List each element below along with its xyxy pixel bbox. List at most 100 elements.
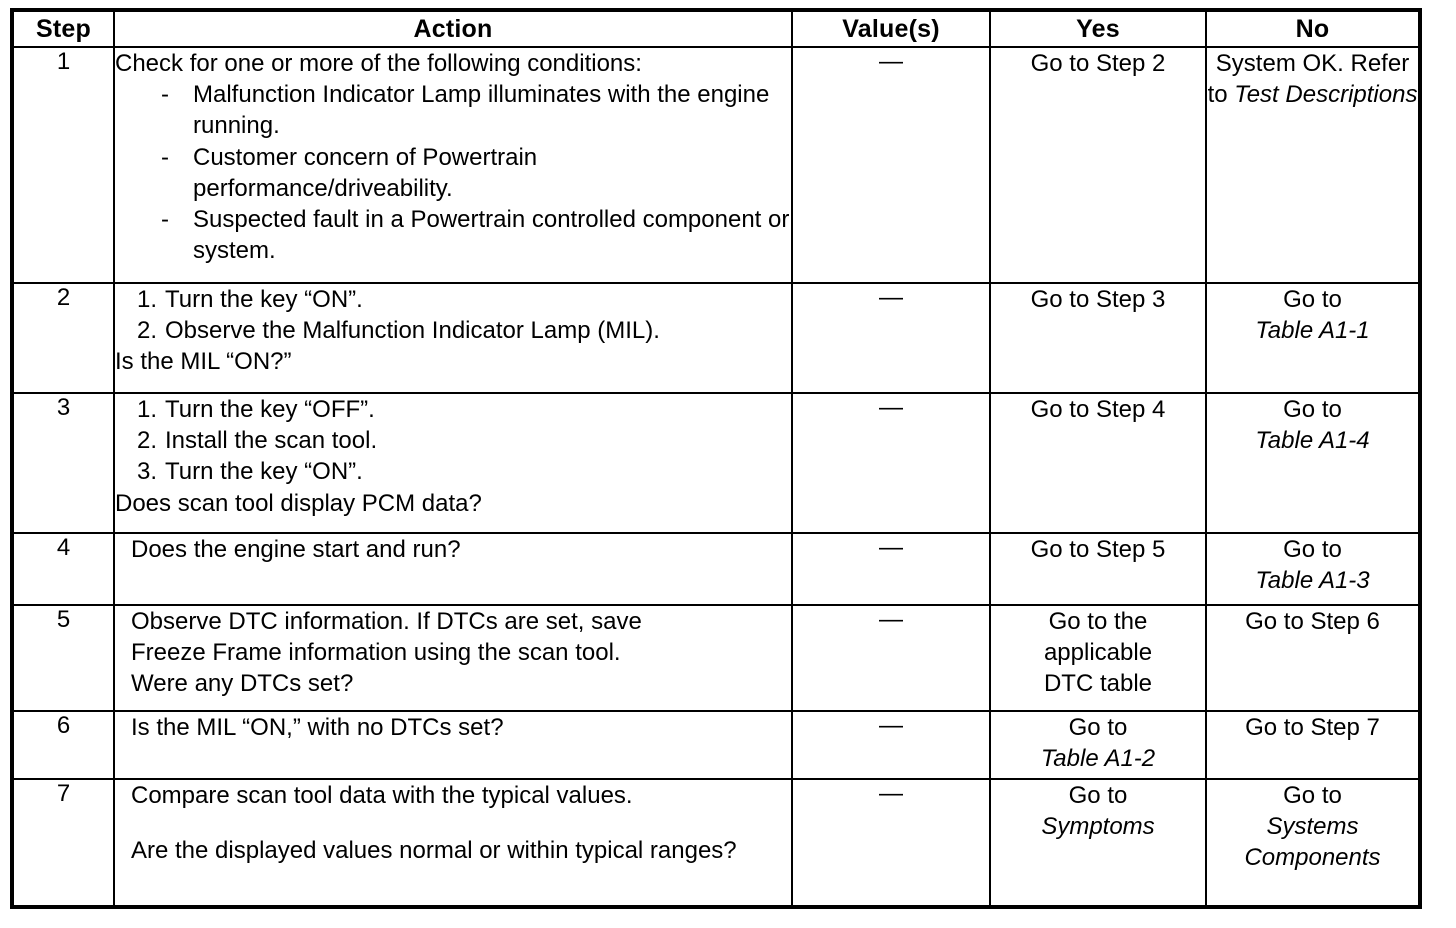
header-row: Step Action Value(s) Yes No	[11, 9, 1421, 48]
list-item: - Suspected fault in a Powertrain contro…	[161, 204, 791, 266]
dash-bullet-icon: -	[161, 81, 169, 109]
no-text: Go to Table A1-4	[1255, 396, 1369, 454]
value-cell: —	[791, 778, 991, 908]
column-header-yes: Yes	[989, 9, 1207, 48]
step-number: 4	[11, 532, 115, 606]
yes-text: Go to Step 2	[1030, 50, 1166, 77]
list-item-text: Observe the Malfunction Indicator Lamp (…	[165, 317, 660, 345]
yes-cell: Go to Table A1-2	[989, 710, 1207, 780]
value-cell: —	[791, 710, 991, 780]
list-number: 1.	[137, 396, 158, 423]
table-row: 4 Does the engine start and run? — Go to…	[11, 532, 1421, 606]
value-cell: —	[791, 604, 991, 712]
list-item-text: Turn the key “ON”.	[165, 458, 363, 486]
table-header: Step Action Value(s) Yes No	[11, 9, 1421, 48]
list-number: 3.	[137, 458, 158, 486]
list-item-text: Turn the key “OFF”.	[165, 396, 375, 423]
list-item: 2. Observe the Malfunction Indicator Lam…	[137, 315, 791, 346]
no-text-plain: Go to	[1283, 286, 1342, 313]
step-number: 2	[11, 282, 115, 394]
list-item: 2. Install the scan tool.	[137, 425, 791, 456]
dash-bullet-icon: -	[161, 205, 169, 233]
step-number: 6	[11, 710, 115, 780]
yes-text-italic: Table A1-2	[1040, 745, 1156, 773]
list-item: - Customer concern of Powertrain perform…	[161, 142, 791, 204]
action-cell: Observe DTC information. If DTCs are set…	[113, 604, 793, 712]
numbered-instruction-list: 1. Turn the key “ON”. 2. Observe the Mal…	[115, 284, 791, 346]
action-lead-text: Check for one or more of the following c…	[115, 50, 642, 77]
yes-text-italic: Symptoms	[1041, 813, 1155, 841]
action-question: Does the engine start and run?	[131, 536, 461, 563]
action-question: Were any DTCs set?	[131, 670, 354, 698]
action-line-1: Observe DTC information. If DTCs are set…	[131, 608, 642, 635]
column-header-no: No	[1205, 9, 1421, 48]
action-line-1: Compare scan tool data with the typical …	[131, 782, 633, 809]
em-dash-icon: —	[879, 712, 903, 739]
step-number: 3	[11, 392, 115, 534]
list-item-text: Turn the key “ON”.	[165, 286, 363, 313]
list-item-text: Install the scan tool.	[165, 427, 378, 455]
column-header-step: Step	[11, 9, 115, 48]
no-text: Go to Table A1-3	[1255, 536, 1369, 594]
table-row: 2 1. Turn the key “ON”. 2. Observe the M…	[11, 282, 1421, 394]
no-text-italic: Test Descriptions	[1234, 81, 1418, 109]
column-header-action: Action	[113, 9, 793, 48]
table-row: 1 Check for one or more of the following…	[11, 46, 1421, 284]
table-row: 5 Observe DTC information. If DTCs are s…	[11, 604, 1421, 712]
step-number: 5	[11, 604, 115, 712]
yes-text: Go to Symptoms	[1041, 782, 1154, 840]
yes-text: Go to Table A1-2	[1041, 714, 1155, 772]
list-item-text: Suspected fault in a Powertrain controll…	[193, 205, 790, 265]
no-text-plain: Go to	[1283, 396, 1342, 423]
yes-text-plain: Go to	[1068, 782, 1128, 809]
no-text-italic: Table A1-3	[1255, 567, 1370, 595]
table-row: 3 1. Turn the key “OFF”. 2. Install the …	[11, 392, 1421, 534]
yes-cell: Go to Step 5	[989, 532, 1207, 606]
list-number: 2.	[137, 317, 158, 345]
list-item: 1. Turn the key “OFF”.	[137, 394, 791, 425]
value-cell: —	[791, 532, 991, 606]
no-text-italic: Table A1-1	[1255, 317, 1370, 345]
list-item: 1. Turn the key “ON”.	[137, 284, 791, 315]
action-cell: Compare scan tool data with the typical …	[113, 778, 793, 908]
yes-cell: Go to Step 2	[989, 46, 1207, 284]
action-question: Is the MIL “ON,” with no DTCs set?	[131, 714, 504, 741]
yes-cell: Go to Symptoms	[989, 778, 1207, 908]
yes-cell: Go to Step 4	[989, 392, 1207, 534]
value-cell: —	[791, 46, 991, 284]
no-cell: Go to Step 7	[1205, 710, 1421, 780]
action-question: Are the displayed values normal or withi…	[131, 837, 737, 865]
yes-text: Go to Step 4	[1030, 396, 1166, 423]
no-text: System OK. Refer to Test Descriptions	[1208, 50, 1418, 108]
em-dash-icon: —	[879, 780, 903, 807]
list-number: 1.	[137, 286, 158, 313]
numbered-instruction-list: 1. Turn the key “OFF”. 2. Install the sc…	[115, 394, 791, 488]
condition-list: - Malfunction Indicator Lamp illuminates…	[115, 79, 791, 266]
no-text: Go to Step 7	[1245, 714, 1380, 741]
table-row: 7 Compare scan tool data with the typica…	[11, 778, 1421, 908]
yes-text: Go to Step 5	[1030, 536, 1166, 563]
no-cell: Go to Table A1-1	[1205, 282, 1421, 394]
action-cell: Is the MIL “ON,” with no DTCs set?	[113, 710, 793, 780]
no-text: Go to Table A1-1	[1255, 286, 1369, 344]
action-line-2: Freeze Frame information using the scan …	[131, 639, 621, 667]
action-cell: 1. Turn the key “ON”. 2. Observe the Mal…	[113, 282, 793, 394]
no-text-plain: System OK. Refer to	[1207, 50, 1410, 109]
list-item-text: Customer concern of Powertrain performan…	[193, 143, 538, 202]
no-cell: Go to Table A1-3	[1205, 532, 1421, 606]
action-cell: 1. Turn the key “OFF”. 2. Install the sc…	[113, 392, 793, 534]
table-row: 6 Is the MIL “ON,” with no DTCs set? — G…	[11, 710, 1421, 780]
action-question: Does scan tool display PCM data?	[115, 489, 482, 517]
em-dash-icon: —	[879, 534, 903, 561]
no-text-plain: Go to	[1283, 536, 1342, 563]
list-number: 2.	[137, 427, 158, 455]
no-cell: Go to Step 6	[1205, 604, 1421, 712]
column-header-value: Value(s)	[791, 9, 991, 48]
dash-bullet-icon: -	[161, 143, 169, 171]
no-cell: System OK. Refer to Test Descriptions	[1205, 46, 1421, 284]
